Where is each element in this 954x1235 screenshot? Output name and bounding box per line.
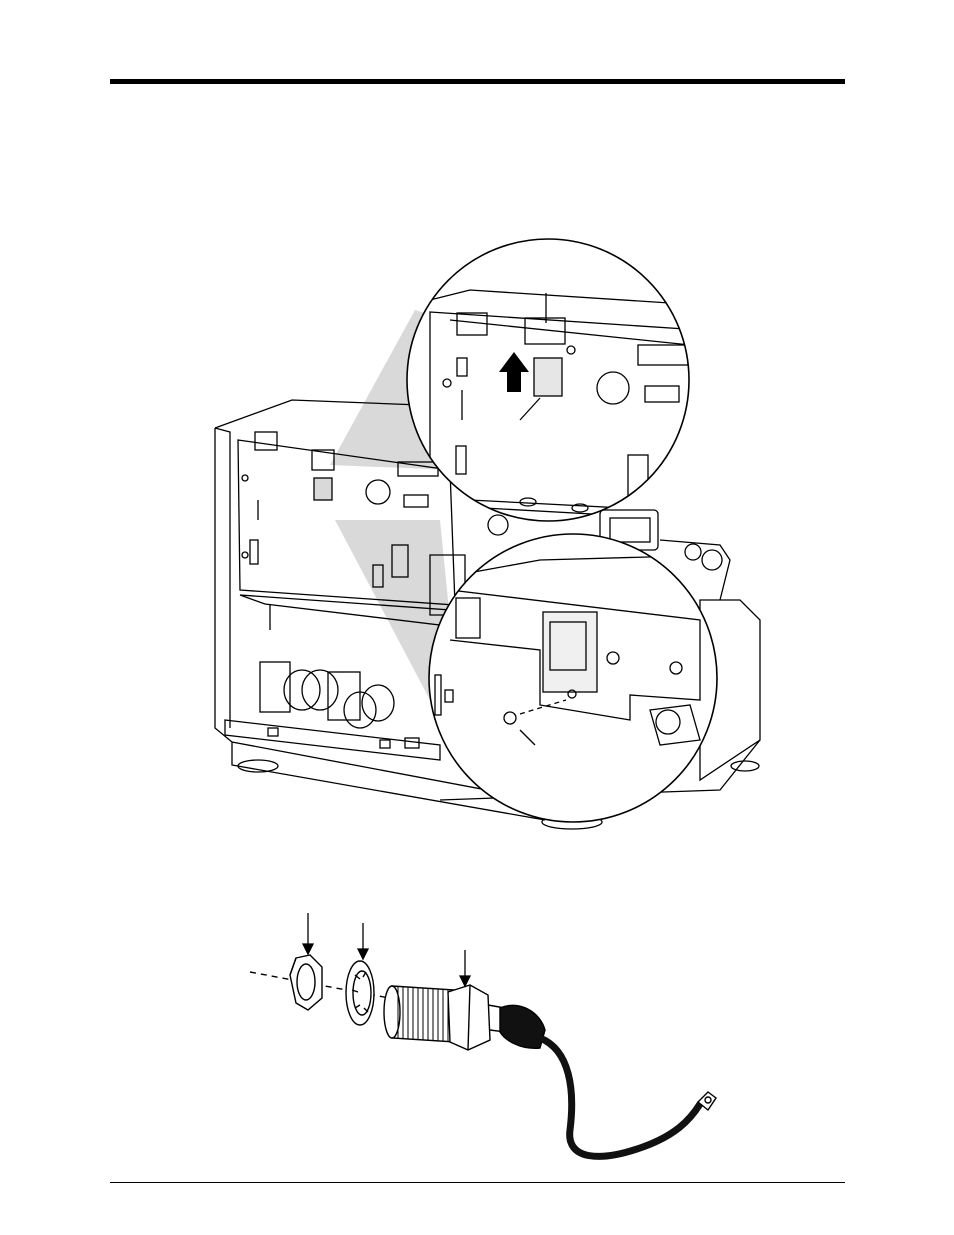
star-lock-washer xyxy=(346,961,374,1025)
upper-magnified-callout xyxy=(407,239,700,521)
threaded-sensor-body xyxy=(384,985,545,1050)
sensor-cable xyxy=(540,1038,700,1156)
footer-rule xyxy=(110,1182,845,1183)
part-pointer-arrows xyxy=(303,913,470,986)
sensor-bracket xyxy=(543,612,597,692)
assembly-axis xyxy=(250,972,400,1000)
lower-magnified-callout xyxy=(429,534,740,822)
sensor-exploded-figure xyxy=(250,913,716,1156)
hex-nut xyxy=(290,955,322,1010)
memory-module xyxy=(534,358,562,396)
